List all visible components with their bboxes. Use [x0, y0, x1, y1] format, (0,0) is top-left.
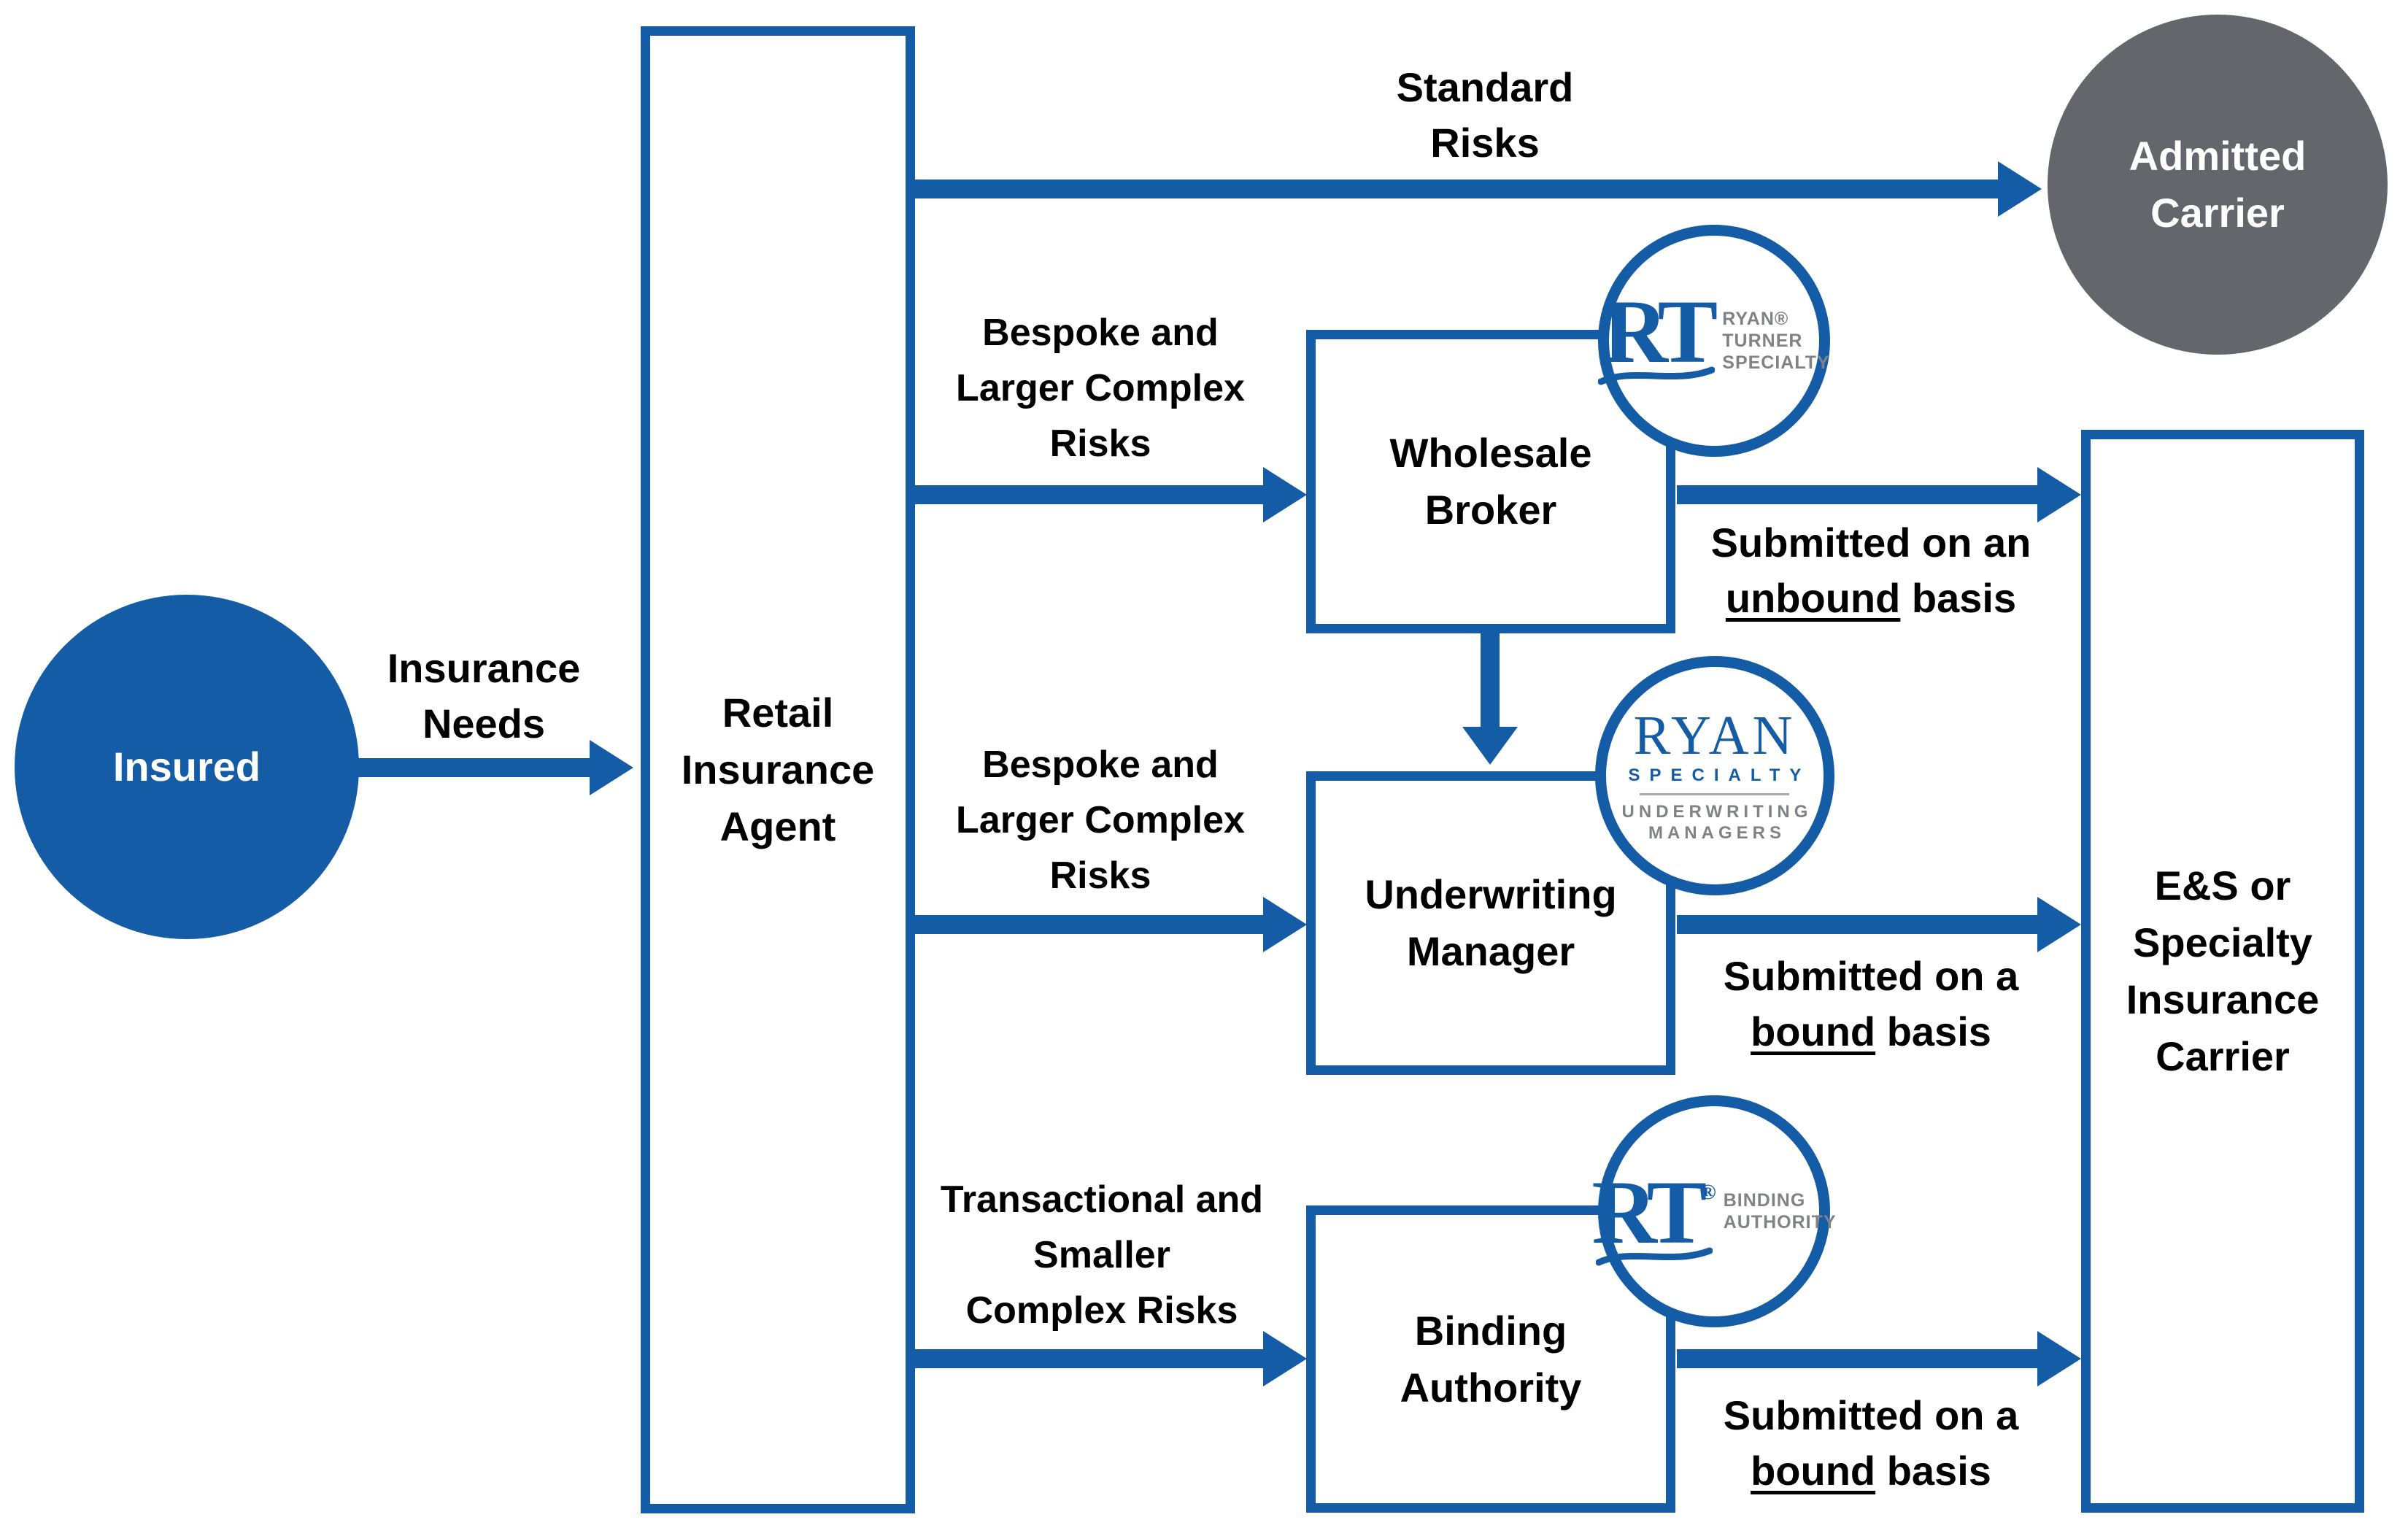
rt-specialty-logo-text: RYAN® TURNER SPECIALTY	[1722, 309, 1830, 373]
insured-label: Insured	[112, 744, 261, 790]
wave-icon	[1595, 1247, 1713, 1266]
ryan-specialty-text: SPECIALTY	[1628, 765, 1811, 785]
edge-label-bespoke-1: Bespoke and Larger Complex Risks	[956, 312, 1245, 465]
es-carrier-label: E&S or Specialty Insurance Carrier	[2126, 863, 2320, 1079]
wave-icon	[1598, 366, 1716, 385]
edge-label-submitted-bound-bottom: Submitted on a bound basis	[1723, 1392, 2019, 1494]
admitted-carrier-label: Admitted Carrier	[2129, 133, 2307, 236]
node-es-specialty-carrier: E&S or Specialty Insurance Carrier	[2081, 430, 2364, 1513]
binding-authority-label: Binding Authority	[1400, 1307, 1582, 1411]
wholesale-broker-label: Wholesale Broker	[1389, 430, 1592, 533]
ryan-wordmark: RYAN	[1633, 705, 1797, 766]
edge-label-standard-risks: Standard Risks	[1396, 64, 1574, 166]
retail-agent-label: Retail Insurance Agent	[681, 690, 875, 849]
arrow-transactional-to-binding	[915, 1349, 1263, 1368]
rt-binding-logo-text: BINDING AUTHORITY	[1723, 1190, 1837, 1232]
node-underwriting-manager: Underwriting Manager	[1306, 771, 1675, 1075]
rt-specialty-logo: RT RYAN® TURNER SPECIALTY	[1598, 225, 1830, 457]
arrow-binding-to-es-carrier	[1677, 1349, 2037, 1368]
edge-label-insurance-needs: Insurance Needs	[387, 645, 581, 746]
edge-label-bespoke-2: Bespoke and Larger Complex Risks	[956, 744, 1245, 897]
arrow-bespoke-to-wholesale	[915, 485, 1263, 504]
arrow-underwriting-to-es-carrier	[1677, 915, 2037, 934]
arrow-insurance-needs	[350, 758, 590, 777]
node-retail-insurance-agent: Retail Insurance Agent	[641, 26, 915, 1513]
underwriting-manager-label: Underwriting Manager	[1365, 871, 1617, 974]
rt-monogram-icon: RT®	[1591, 1162, 1716, 1262]
edge-label-submitted-bound-mid: Submitted on a bound basis	[1723, 953, 2019, 1054]
arrow-wholesale-to-underwriting	[1481, 632, 1500, 727]
rt-binding-authority-logo: RT® BINDING AUTHORITY	[1591, 1095, 1836, 1327]
node-insured: Insured	[15, 595, 359, 939]
logo-divider	[1640, 793, 1790, 795]
arrow-standard-risks	[915, 180, 1998, 198]
node-admitted-carrier: Admitted Carrier	[2048, 15, 2388, 355]
rt-monogram-icon: RT	[1602, 282, 1718, 382]
ryan-specialty-logo: RYAN SPECIALTY UNDERWRITING MANAGERS	[1595, 656, 1834, 895]
arrow-bespoke-to-underwriting	[915, 915, 1263, 934]
edge-label-submitted-unbound: Submitted on an unbound basis	[1710, 520, 2031, 621]
edge-label-transactional: Transactional and Smaller Complex Risks	[940, 1178, 1264, 1332]
arrow-wholesale-to-es-carrier	[1677, 485, 2037, 504]
